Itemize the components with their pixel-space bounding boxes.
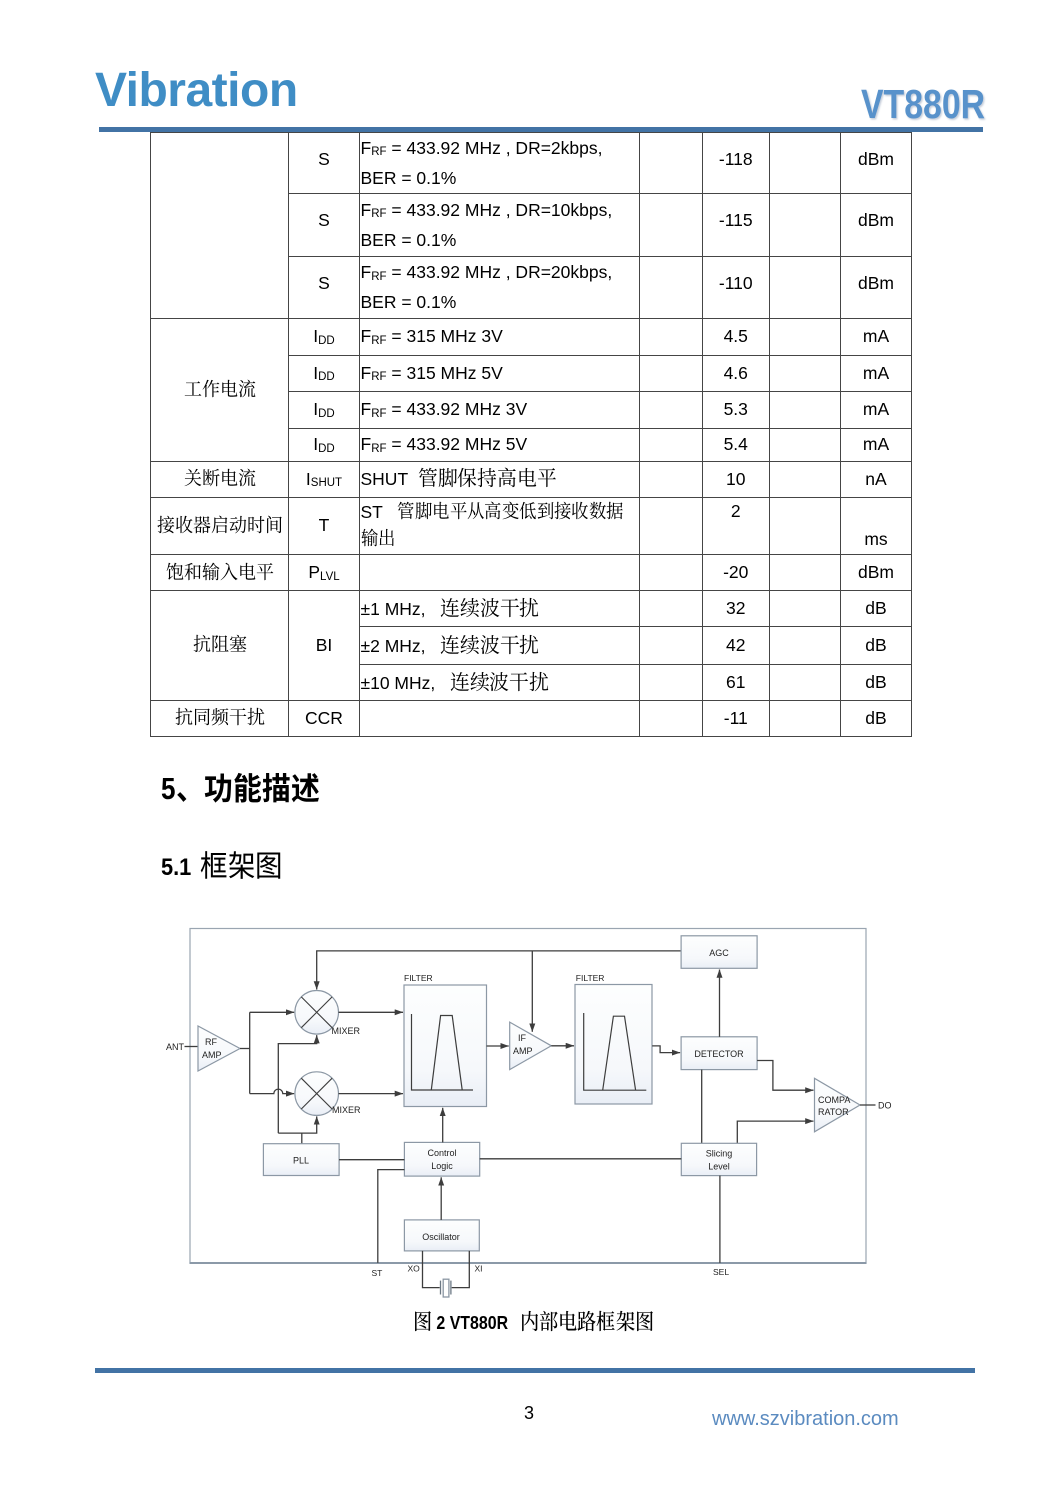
svg-text:ST: ST — [372, 1268, 383, 1278]
svg-text:MIXER: MIXER — [332, 1026, 361, 1036]
svg-text:COMPA: COMPA — [818, 1095, 850, 1105]
svg-text:Slicing: Slicing — [706, 1149, 733, 1159]
svg-text:AGC: AGC — [709, 948, 729, 958]
svg-text:RATOR: RATOR — [818, 1107, 849, 1117]
svg-text:Control: Control — [427, 1148, 456, 1158]
svg-text:AMP: AMP — [202, 1050, 222, 1060]
svg-text:IF: IF — [518, 1033, 527, 1043]
svg-text:Level: Level — [708, 1162, 730, 1172]
svg-text:Oscillator: Oscillator — [422, 1232, 460, 1242]
svg-text:MIXER: MIXER — [332, 1105, 361, 1115]
svg-text:RF: RF — [205, 1037, 217, 1047]
svg-text:Logic: Logic — [431, 1161, 453, 1171]
svg-text:PLL: PLL — [293, 1156, 309, 1166]
svg-text:DETECTOR: DETECTOR — [694, 1049, 744, 1059]
svg-text:XO: XO — [408, 1264, 421, 1274]
svg-text:SEL: SEL — [713, 1267, 729, 1277]
svg-text:ANT: ANT — [166, 1042, 185, 1052]
svg-text:DO: DO — [878, 1101, 892, 1111]
svg-text:FILTER: FILTER — [576, 973, 605, 983]
svg-text:FILTER: FILTER — [404, 973, 433, 983]
svg-text:XI: XI — [475, 1264, 483, 1274]
svg-text:AMP: AMP — [513, 1046, 533, 1056]
